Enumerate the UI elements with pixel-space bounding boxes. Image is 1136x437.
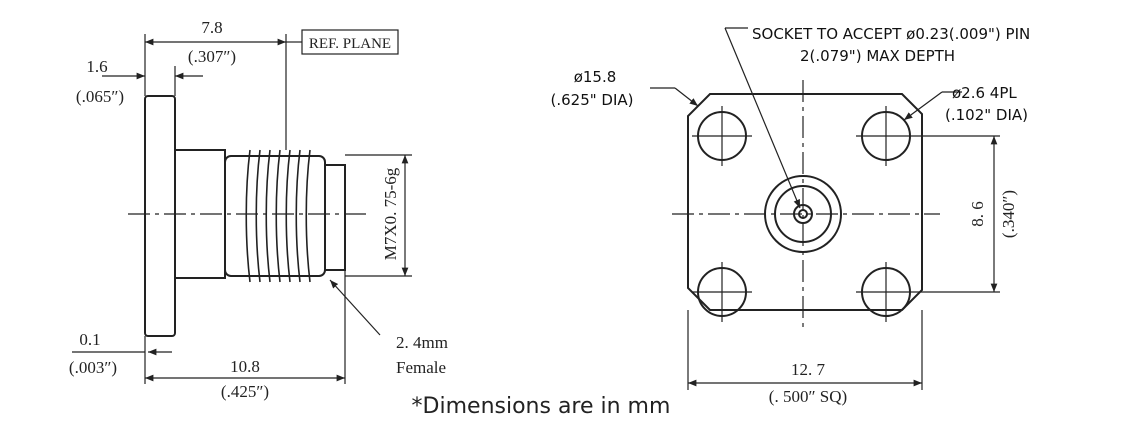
thread-section (224, 155, 326, 277)
side-view (72, 29, 412, 384)
overall-mm: 10.8 (230, 357, 260, 376)
hole-dia-inch: (.102" DIA) (945, 106, 1028, 124)
spacing-inch: (.340″) (999, 190, 1018, 238)
square-inch: (. 500″ SQ) (769, 387, 847, 406)
footnote: *Dimensions are in mm (411, 394, 671, 419)
hole-dia-mm: ø2.6 4PL (952, 84, 1017, 102)
length-inch: (.307″) (188, 47, 236, 66)
flange-dia-inch: (.625" DIA) (550, 91, 633, 109)
offset-mm: 0.1 (79, 330, 100, 349)
ref-plane-label: REF. PLANE (309, 36, 391, 52)
thread-lines (245, 149, 311, 283)
offset-inch: (.003″) (69, 358, 117, 377)
flange-inch: (.065″) (76, 87, 124, 106)
thread-spec: M7X0. 75-6g (381, 167, 400, 260)
flange-dia-mm: ø15.8 (574, 68, 617, 86)
hole-crosshairs (692, 106, 916, 322)
length-mm: 7.8 (201, 18, 222, 37)
connector-size: 2. 4mm (396, 333, 448, 352)
connector-gender: Female (396, 358, 446, 377)
square-flange (687, 93, 923, 311)
flange-mm: 1.6 (86, 57, 107, 76)
flange (144, 95, 176, 337)
socket-note-line1: SOCKET TO ACCEPT ø0.23(.009") PIN (752, 25, 1030, 43)
connector-tip (324, 164, 346, 271)
square-mm: 12. 7 (791, 360, 826, 379)
socket-note-line2: 2(.079") MAX DEPTH (800, 47, 955, 65)
ref-plane-box (301, 29, 399, 55)
overall-inch: (.425″) (221, 382, 269, 401)
spacing-mm: 8. 6 (968, 201, 987, 227)
front-view (650, 27, 1000, 390)
